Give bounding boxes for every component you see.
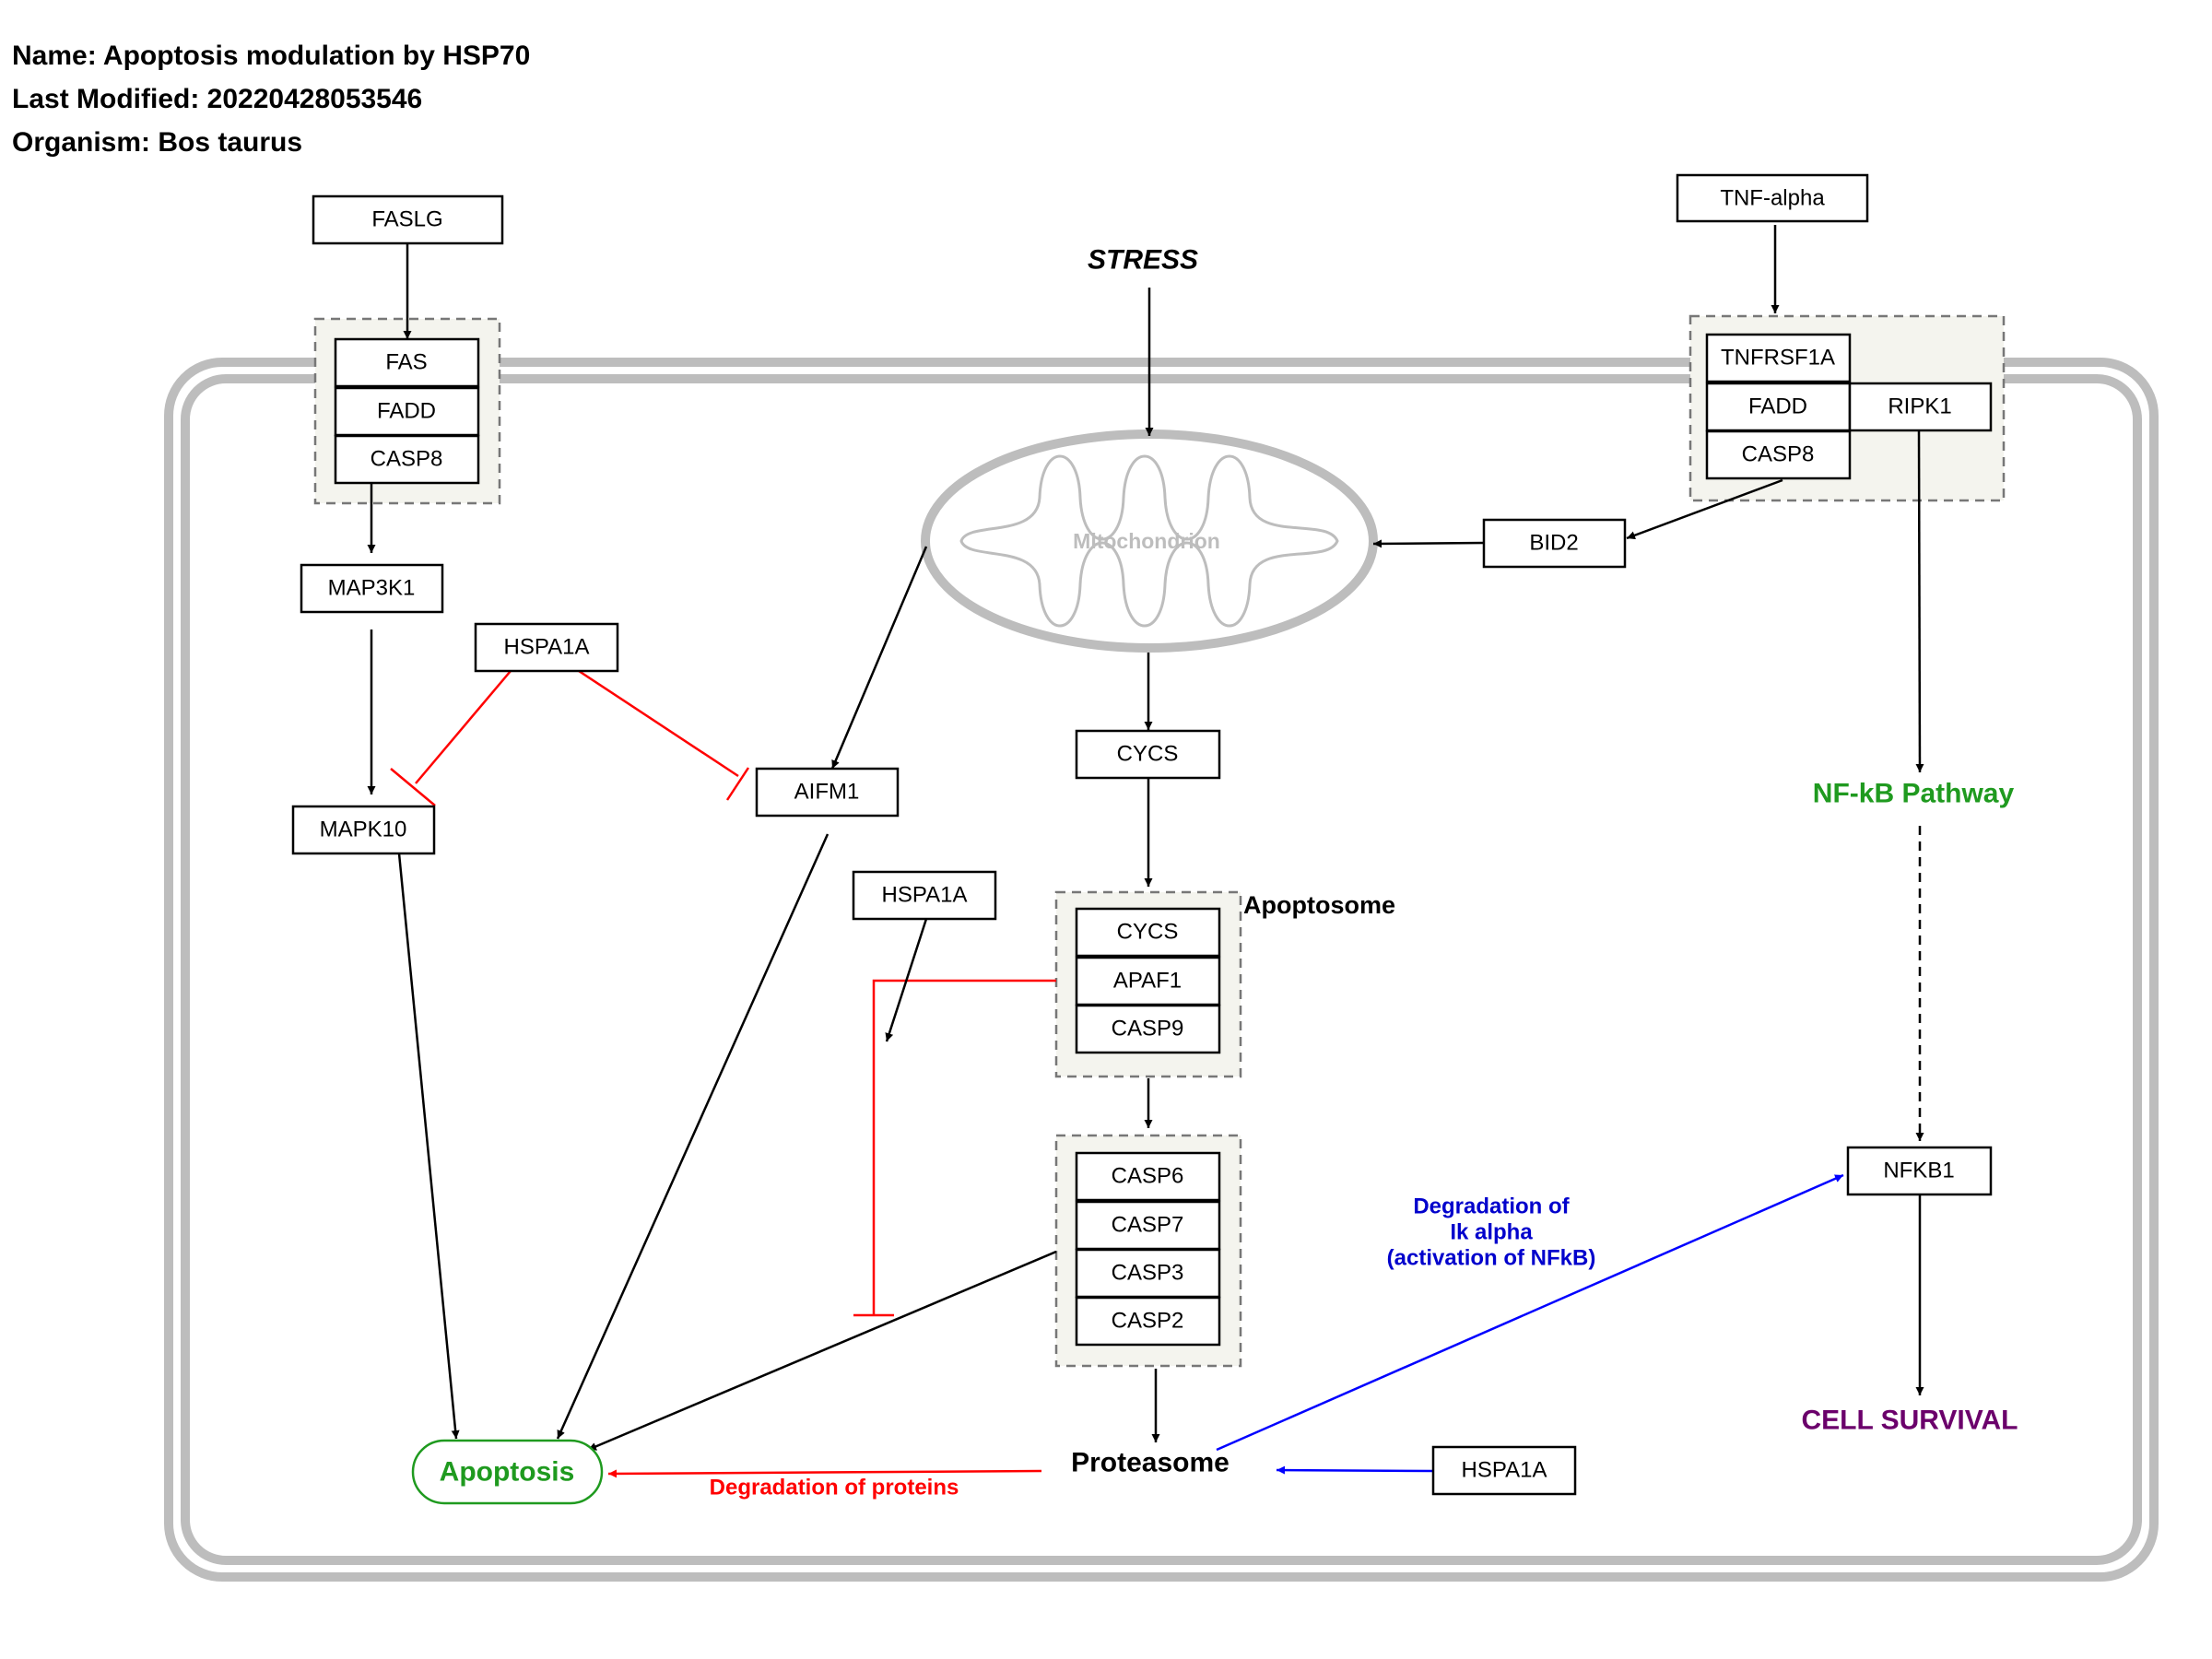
node-label: HSPA1A <box>1462 1458 1547 1483</box>
node-label: HSPA1A <box>504 635 590 660</box>
node-casp9[interactable]: CASP9 <box>1075 1004 1221 1054</box>
node-nfkb1[interactable]: NFKB1 <box>1846 1146 1993 1196</box>
node-fas[interactable]: FAS <box>334 337 480 388</box>
degradation-ik-line1: Degradation of <box>1413 1194 1570 1219</box>
node-label: FAS <box>385 350 427 375</box>
node-label: TNF-alpha <box>1720 186 1825 211</box>
node-label: CASP8 <box>1742 442 1815 467</box>
last-modified: Last Modified: 20220428053546 <box>12 84 423 114</box>
inhibition-edges <box>390 669 1056 1478</box>
node-label: RIPK1 <box>1888 394 1951 419</box>
node-label: CYCS <box>1117 920 1179 945</box>
node-label: FADD <box>377 399 436 424</box>
node-mapk10[interactable]: MAPK10 <box>291 805 436 855</box>
organism: Organism: Bos taurus <box>12 127 303 158</box>
activation-edges <box>367 225 1924 1452</box>
node-label: CASP3 <box>1112 1261 1184 1286</box>
node-hspa1a-bottom[interactable]: HSPA1A <box>1431 1445 1577 1496</box>
pathway-name: Name: Apoptosis modulation by HSP70 <box>12 41 531 71</box>
node-label: MAP3K1 <box>328 576 416 601</box>
degradation-ik-line2: Ik alpha <box>1450 1220 1533 1245</box>
node-label: CASP7 <box>1112 1213 1184 1238</box>
node-casp6[interactable]: CASP6 <box>1075 1151 1221 1202</box>
mitochondrion: Mitochondrion <box>921 429 1378 653</box>
apoptosome-label: Apoptosome <box>1243 891 1395 919</box>
node-fadd-tnfr[interactable]: FADD <box>1705 382 1852 432</box>
node-label: CASP8 <box>371 447 443 472</box>
node-label: CASP2 <box>1112 1309 1184 1334</box>
proteasome-label: Proteasome <box>1071 1448 1230 1478</box>
node-fasl[interactable]: FASLG <box>312 194 504 245</box>
hspa1a-to-apoptosome-edge <box>885 918 928 1042</box>
node-label: TNFRSF1A <box>1721 346 1835 371</box>
node-hspa1a-top[interactable]: HSPA1A <box>474 622 619 673</box>
cell-membrane <box>164 358 2159 1582</box>
blue-edges <box>1216 1173 1844 1475</box>
node-label: FADD <box>1748 394 1807 419</box>
node-label: AIFM1 <box>794 780 860 805</box>
nfkb-pathway-label: NF-kB Pathway <box>1813 779 2015 809</box>
node-aifm1[interactable]: AIFM1 <box>755 767 900 818</box>
node-apaf1[interactable]: APAF1 <box>1075 956 1221 1006</box>
node-cycs-apoptosome[interactable]: CYCS <box>1075 907 1221 958</box>
stress-label: STRESS <box>1088 245 1198 276</box>
node-ripk1[interactable]: RIPK1 <box>1848 382 1993 432</box>
apoptosis-label: Apoptosis <box>440 1457 575 1488</box>
apoptosis-node[interactable]: Apoptosis <box>411 1439 604 1505</box>
node-casp2[interactable]: CASP2 <box>1075 1296 1221 1347</box>
node-tnf-alpha[interactable]: TNF-alpha <box>1676 173 1869 223</box>
node-label: CASP9 <box>1112 1017 1184 1041</box>
node-casp7[interactable]: CASP7 <box>1075 1200 1221 1251</box>
node-label: APAF1 <box>1113 969 1182 994</box>
node-label: BID2 <box>1529 531 1578 556</box>
mitochondrion-label: Mitochondrion <box>1073 529 1220 553</box>
node-casp3[interactable]: CASP3 <box>1075 1248 1221 1299</box>
node-label: CASP6 <box>1112 1164 1184 1189</box>
node-label: FASLG <box>371 207 442 232</box>
node-fadd[interactable]: FADD <box>334 386 480 437</box>
node-map3k1[interactable]: MAP3K1 <box>300 563 444 614</box>
cell-survival-label: CELL SURVIVAL <box>1801 1406 2018 1436</box>
node-label: MAPK10 <box>320 818 407 842</box>
node-casp8-tnfr[interactable]: CASP8 <box>1705 429 1852 480</box>
degradation-ik-line3: (activation of NFkB) <box>1387 1246 1596 1271</box>
node-label: CYCS <box>1117 742 1179 767</box>
node-casp8[interactable]: CASP8 <box>334 434 480 485</box>
node-tnfrsf1a[interactable]: TNFRSF1A <box>1705 333 1852 383</box>
node-cycs[interactable]: CYCS <box>1075 729 1221 780</box>
degradation-proteins-label: Degradation of proteins <box>710 1476 959 1500</box>
node-bid2[interactable]: BID2 <box>1482 518 1627 569</box>
node-label: HSPA1A <box>882 883 968 908</box>
node-label: NFKB1 <box>1883 1159 1954 1183</box>
node-hspa1a-mid[interactable]: HSPA1A <box>852 870 997 921</box>
